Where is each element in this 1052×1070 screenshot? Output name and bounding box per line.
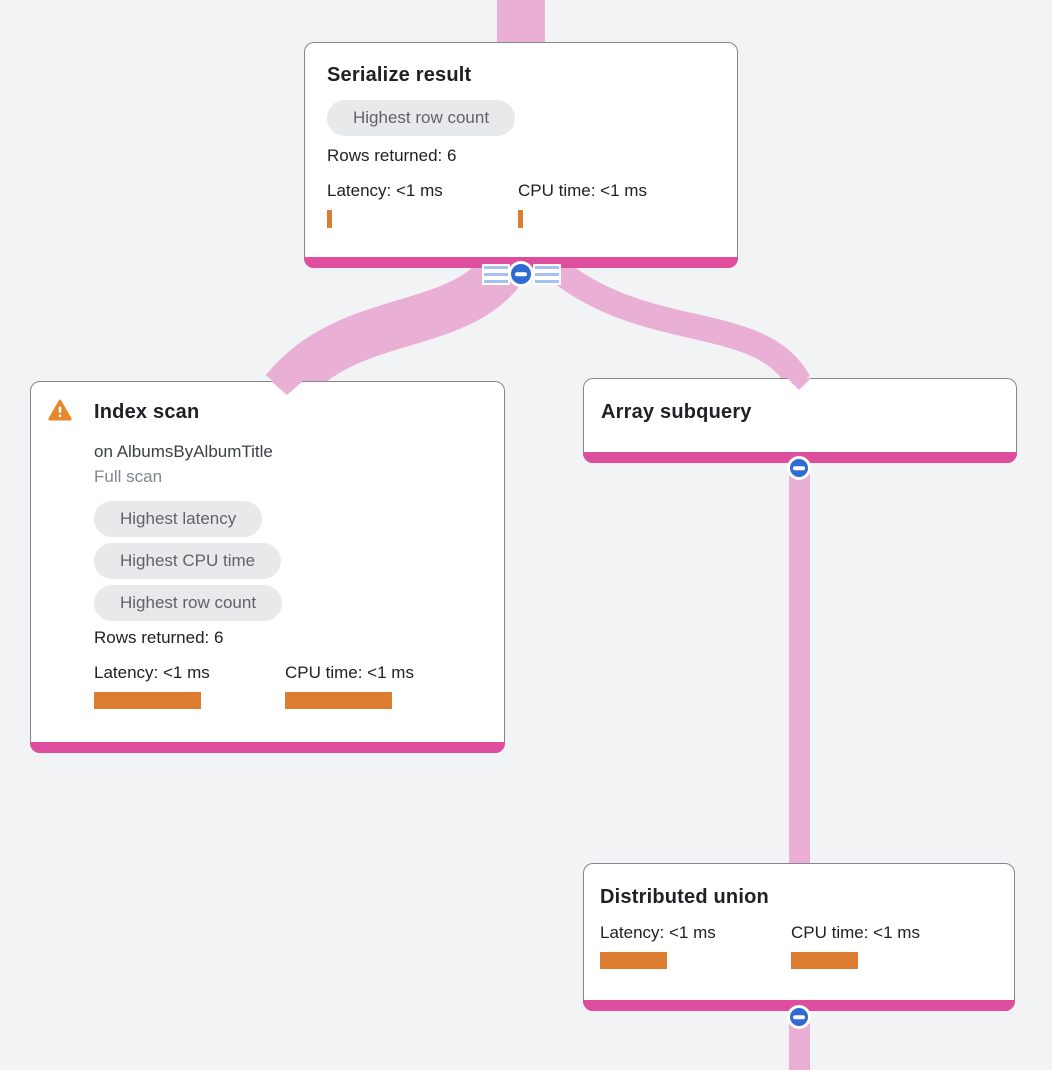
latency-label: Latency: <1 ms (94, 663, 210, 682)
latency-bar (327, 210, 332, 228)
node-array-subquery[interactable]: Array subquery (583, 378, 1017, 463)
cpu-time-label: CPU time: <1 ms (285, 663, 414, 682)
collapse-decoration-lines-right (535, 266, 559, 283)
metrics-row: Latency: <1 ms CPU time: <1 ms (327, 180, 717, 228)
latency-bar (94, 692, 201, 709)
badge-highest-row-count: Highest row count (327, 100, 516, 136)
badge-highest-cpu-time: Highest CPU time (94, 543, 282, 579)
cpu-metric: CPU time: <1 ms (518, 180, 709, 228)
cpu-time-label: CPU time: <1 ms (518, 181, 647, 200)
latency-metric: Latency: <1 ms (327, 180, 518, 228)
badge-list: Highest latency Highest CPU time Highest… (94, 501, 484, 621)
collapse-decoration-lines-left (484, 266, 508, 283)
cpu-time-bar (285, 692, 392, 709)
cpu-time-bar (791, 952, 858, 969)
edge-array-subquery-to-distributed-union (789, 455, 810, 865)
metrics-row: Latency: <1 ms CPU time: <1 ms (600, 922, 994, 969)
edge-parent-to-serialize-result (497, 0, 545, 46)
node-index-scan[interactable]: Index scan on AlbumsByAlbumTitle Full sc… (30, 381, 505, 753)
rows-returned-label: Rows returned: 6 (327, 146, 457, 165)
full-scan-note: Full scan (94, 467, 163, 486)
collapse-button-array-subquery[interactable] (787, 456, 811, 480)
cpu-metric: CPU time: <1 ms (285, 662, 476, 709)
collapse-button-serialize-result[interactable] (508, 261, 534, 287)
badge-highest-row-count: Highest row count (94, 585, 283, 621)
latency-label: Latency: <1 ms (327, 181, 443, 200)
node-title: Array subquery (601, 401, 752, 423)
latency-bar (600, 952, 667, 969)
node-serialize-result[interactable]: Serialize result Highest row count Rows … (304, 42, 738, 268)
rows-returned-label: Rows returned: 6 (94, 628, 224, 647)
minus-icon (515, 272, 527, 276)
cpu-metric: CPU time: <1 ms (791, 922, 982, 969)
node-title: Serialize result (327, 64, 472, 86)
node-accent-bar (30, 742, 505, 753)
minus-icon (793, 466, 805, 470)
edge-serialize-result-to-index-scan (265, 248, 528, 406)
node-subtitle: on AlbumsByAlbumTitle (94, 442, 273, 461)
node-title: Distributed union (600, 886, 769, 908)
node-title: Index scan (94, 401, 200, 423)
edge-serialize-result-to-array-subquery (539, 252, 810, 389)
latency-label: Latency: <1 ms (600, 923, 716, 942)
badge-highest-latency: Highest latency (94, 501, 263, 537)
warning-icon (48, 399, 72, 421)
collapse-button-distributed-union[interactable] (787, 1005, 811, 1029)
metrics-row: Latency: <1 ms CPU time: <1 ms (94, 662, 484, 709)
cpu-time-bar (518, 210, 523, 228)
latency-metric: Latency: <1 ms (94, 662, 285, 709)
node-distributed-union[interactable]: Distributed union Latency: <1 ms CPU tim… (583, 863, 1015, 1011)
minus-icon (793, 1015, 805, 1019)
cpu-time-label: CPU time: <1 ms (791, 923, 920, 942)
latency-metric: Latency: <1 ms (600, 922, 791, 969)
